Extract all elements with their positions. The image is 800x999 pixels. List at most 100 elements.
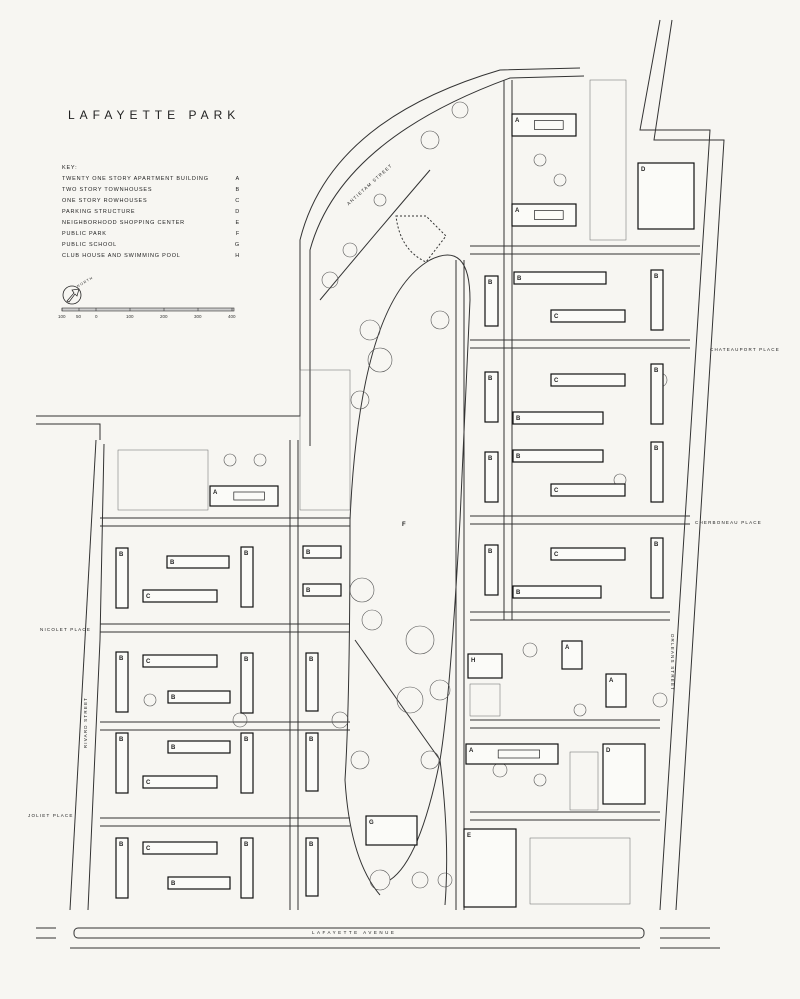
building-b: B: [305, 837, 319, 897]
building-code-label: B: [119, 656, 124, 662]
building-code-label: H: [471, 658, 475, 664]
building-c: C: [550, 373, 626, 387]
legend-heading: KEY:: [62, 165, 78, 171]
building-code-label: B: [309, 737, 314, 743]
building-code-label: B: [309, 842, 314, 848]
building-code-label: B: [654, 368, 659, 374]
map-title: LAFAYETTE PARK: [68, 108, 241, 122]
building-code-label: A: [515, 208, 520, 214]
building-code-label: B: [244, 842, 249, 848]
vegetation: [143, 101, 668, 891]
legend-item-label: TWENTY ONE STORY APARTMENT BUILDING: [62, 176, 209, 182]
building-code-label: B: [244, 737, 249, 743]
building-b: B: [484, 371, 499, 423]
building-b: B: [302, 583, 342, 597]
street-label-joliet: JOLIET PLACE: [28, 813, 74, 818]
building-b: B: [240, 652, 254, 714]
building-code-label: C: [554, 488, 559, 494]
building-code-label: C: [554, 552, 559, 558]
building-b: B: [305, 652, 319, 712]
building-a: A: [209, 485, 279, 507]
street-label-nicolet: NICOLET PLACE: [40, 627, 92, 632]
legend-item-label: TWO STORY TOWNHOUSES: [62, 187, 153, 193]
building-code-label: C: [146, 594, 151, 600]
legend-item-code: E: [235, 220, 240, 226]
building-code-label: E: [467, 833, 471, 839]
building-code-label: B: [309, 657, 314, 663]
legend-item-label: PUBLIC SCHOOL: [62, 242, 118, 248]
building-b: B: [115, 732, 129, 794]
building-d: D: [602, 743, 646, 805]
building-b: B: [305, 732, 319, 792]
building-a: A: [511, 113, 577, 137]
building-code-label: B: [171, 745, 176, 751]
building-b: B: [512, 449, 604, 463]
building-code-label: B: [516, 454, 521, 460]
building-h: H: [467, 653, 503, 679]
legend: KEY: TWENTY ONE STORY APARTMENT BUILDING…: [62, 163, 240, 262]
building-b: B: [484, 451, 499, 503]
orleans-street-edge: [639, 19, 711, 911]
building-code-label: C: [146, 846, 151, 852]
park-label: F: [402, 522, 406, 528]
building-code-label: B: [306, 550, 311, 556]
street-label-rivard: RIVARD STREET: [83, 696, 89, 749]
building-code-label: C: [554, 314, 559, 320]
legend-item: TWENTY ONE STORY APARTMENT BUILDING A: [62, 174, 240, 185]
building-code-label: B: [306, 588, 311, 594]
legend-item-code: A: [235, 176, 240, 182]
street-label-chateauport: CHATEAUPORT PLACE: [710, 347, 780, 352]
building-b: B: [650, 537, 664, 599]
building-code-label: D: [641, 167, 646, 173]
building-g: G: [365, 815, 418, 846]
building-code-label: B: [119, 552, 124, 558]
building-code-label: A: [565, 645, 570, 651]
building-b: B: [240, 732, 254, 794]
building-code-label: B: [244, 551, 249, 557]
building-a: A: [605, 673, 627, 708]
building-b: B: [240, 546, 254, 608]
legend-item: PARKING STRUCTURE D: [62, 207, 240, 218]
building-b: B: [512, 585, 602, 599]
legend-item: TWO STORY TOWNHOUSES B: [62, 185, 240, 196]
legend-item-label: PUBLIC PARK: [62, 231, 107, 237]
building-b: B: [167, 690, 231, 704]
legend-item-label: PARKING STRUCTURE: [62, 209, 136, 215]
building-code-label: B: [654, 446, 659, 452]
building-code-label: B: [516, 416, 521, 422]
legend-item-label: ONE STORY ROWHOUSES: [62, 198, 148, 204]
street-label-cherboneau: CHERBONEAU PLACE: [695, 520, 762, 525]
building-c: C: [142, 654, 218, 668]
building-d: D: [637, 162, 695, 230]
building-code-label: G: [369, 820, 374, 826]
building-code-label: B: [171, 695, 176, 701]
building-a: A: [561, 640, 583, 670]
building-code-label: D: [606, 748, 611, 754]
building-c: C: [142, 841, 218, 855]
legend-item-code: B: [235, 187, 240, 193]
building-c: C: [550, 309, 626, 323]
building-code-label: B: [516, 590, 521, 596]
building-c: C: [550, 547, 626, 561]
north-arrow-icon: [62, 285, 82, 305]
building-b: B: [513, 271, 607, 285]
building-b: B: [240, 837, 254, 899]
building-code-label: C: [146, 659, 151, 665]
building-b: B: [166, 555, 230, 569]
building-b: B: [167, 740, 231, 754]
building-code-label: A: [609, 678, 614, 684]
building-b: B: [650, 269, 664, 331]
building-b: B: [115, 651, 129, 713]
building-code-label: C: [146, 780, 151, 786]
building-b: B: [512, 411, 604, 425]
street-label-orleans: ORLEANS STREET: [670, 633, 676, 692]
building-b: B: [115, 837, 129, 899]
legend-item-code: D: [235, 209, 240, 215]
building-a: A: [511, 203, 577, 227]
building-c: C: [142, 589, 218, 603]
antietam-street-edge: [36, 67, 581, 417]
